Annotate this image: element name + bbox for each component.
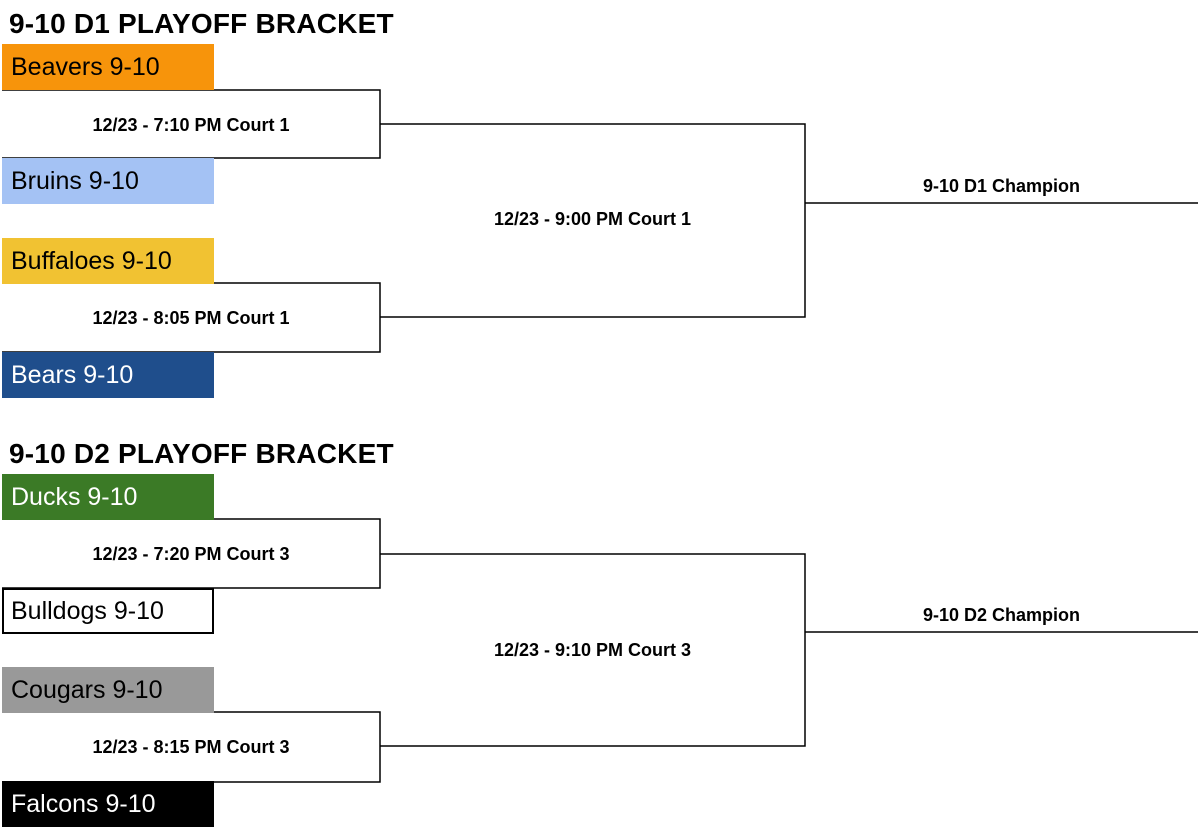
semifinal-1-label: 12/23 - 7:20 PM Court 3: [92, 544, 290, 564]
team-slot-3: Buffaloes 9-10: [2, 238, 214, 284]
final-connector: [380, 123, 806, 318]
bracket-d2: 9-10 D2 PLAYOFF BRACKET Ducks 9-10 Bulld…: [0, 430, 1200, 830]
team-slot-4: Falcons 9-10: [2, 781, 214, 827]
bracket-title: 9-10 D1 PLAYOFF BRACKET: [9, 8, 394, 39]
semifinal-2-label: 12/23 - 8:15 PM Court 3: [92, 737, 290, 757]
semifinal-2-label: 12/23 - 8:05 PM Court 1: [92, 308, 290, 328]
bracket-d1: 9-10 D1 PLAYOFF BRACKET Beavers 9-10 Bru…: [0, 0, 1200, 400]
team-slot-1: Beavers 9-10: [2, 44, 214, 90]
semifinal-1-label: 12/23 - 7:10 PM Court 1: [92, 115, 290, 135]
team-slot-2: Bruins 9-10: [2, 158, 214, 204]
team-slot-2: Bulldogs 9-10: [2, 588, 214, 634]
final-connector: [380, 553, 806, 747]
champion-label: 9-10 D1 Champion: [922, 176, 1081, 196]
champion-label: 9-10 D2 Champion: [922, 605, 1081, 625]
team-slot-1: Ducks 9-10: [2, 474, 214, 520]
team-slot-3: Cougars 9-10: [2, 667, 214, 713]
final-label: 12/23 - 9:10 PM Court 3: [493, 640, 692, 660]
team-slot-4: Bears 9-10: [2, 352, 214, 398]
bracket-title: 9-10 D2 PLAYOFF BRACKET: [9, 438, 394, 469]
final-label: 12/23 - 9:00 PM Court 1: [493, 209, 692, 229]
